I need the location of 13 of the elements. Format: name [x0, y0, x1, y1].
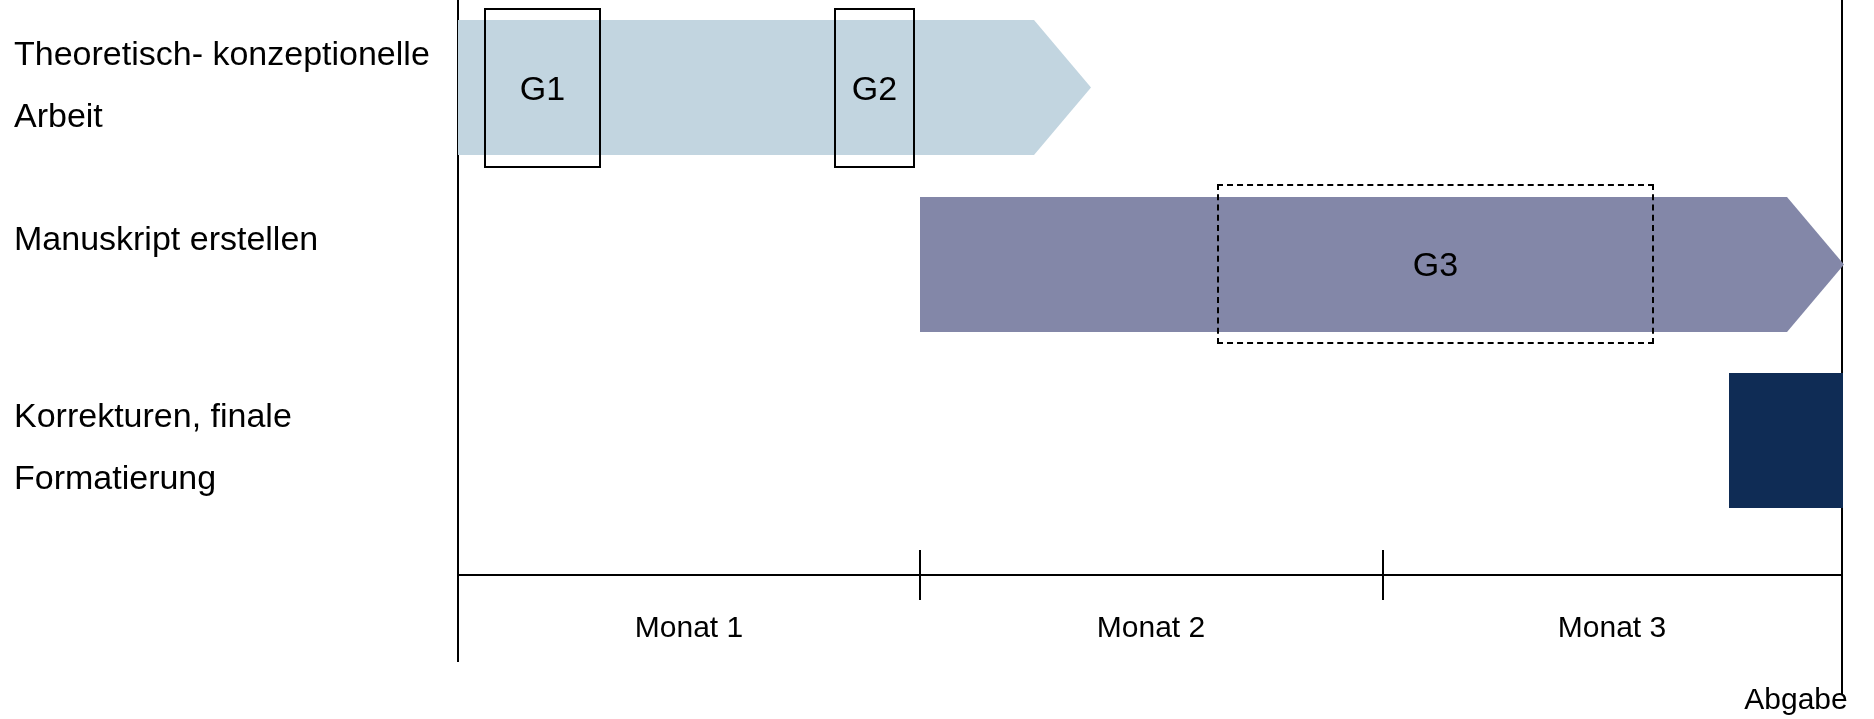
milestone-frame: G1: [484, 8, 601, 168]
row-label: Korrekturen, finale Formatierung: [14, 395, 293, 498]
deadline-label: Abgabe: [1744, 681, 1848, 717]
task-arrow-bar: [458, 20, 1091, 155]
task-arrow-bar: [920, 197, 1844, 332]
row-label: Manuskript erstellen: [14, 218, 320, 259]
axis-label: Monat 3: [1557, 609, 1667, 645]
task-bar: [1729, 373, 1843, 508]
axis-label: Monat 2: [1096, 609, 1206, 645]
row-label: Theoretisch- konzeptionelle Arbeit: [14, 33, 431, 136]
axis-label: Monat 1: [634, 609, 744, 645]
milestone-frame: G3: [1217, 184, 1654, 344]
milestone-frame: G2: [834, 8, 915, 168]
